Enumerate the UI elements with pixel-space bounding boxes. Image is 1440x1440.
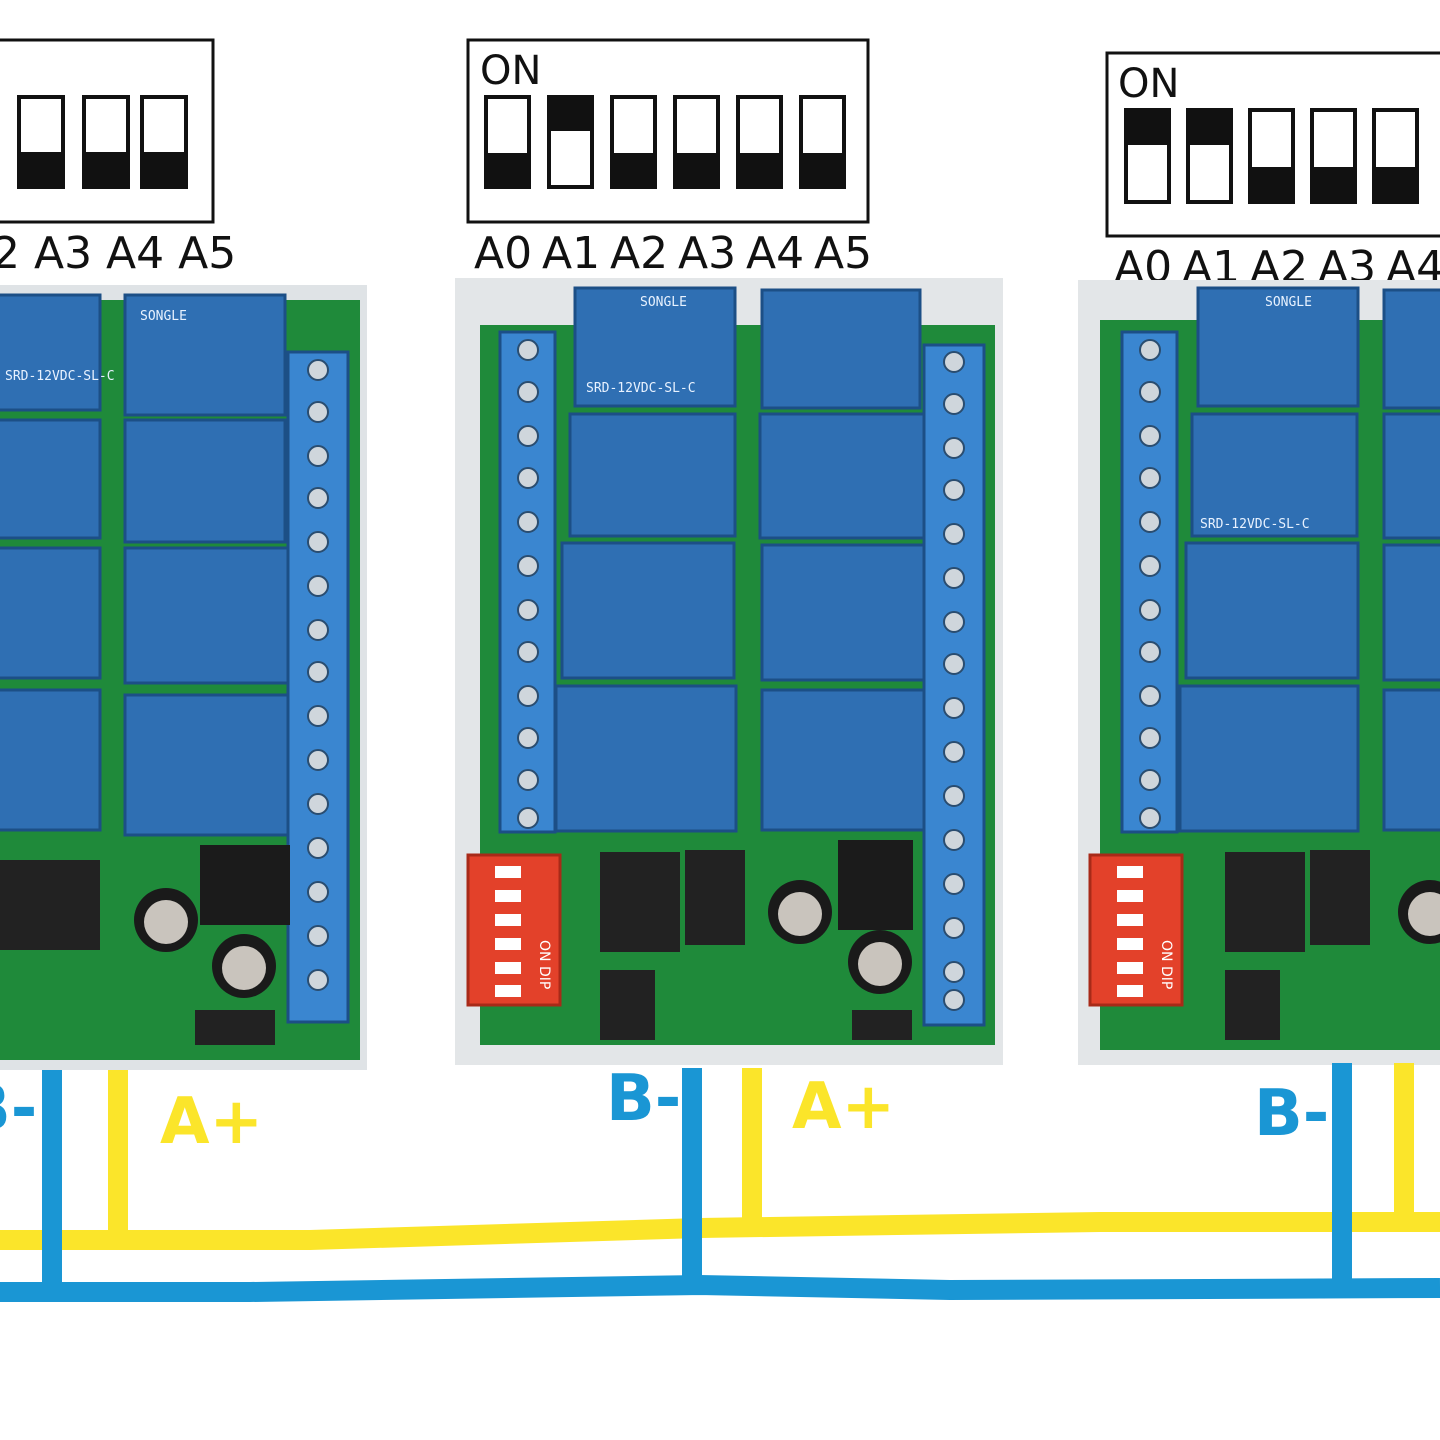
dip-switch-a3 [1310,108,1357,204]
ic-chip [1225,852,1305,952]
dip-on-label: ON [480,48,541,94]
ic-chip [685,850,745,945]
bus-b-label: B- [1254,1077,1329,1151]
bus-a-label: A+ [160,1085,263,1159]
capacitor-top [222,946,266,990]
dip-switch-row [1124,108,1419,204]
bus-b-trunk [0,1274,1440,1302]
board-dip-text: ON DIP [1158,940,1174,989]
dip-label-a5: A5 [814,228,872,279]
dip-switch-a3 [673,95,720,189]
ic-chip [0,860,100,950]
capacitor-top [144,900,188,944]
board-dip-text: ON DIP [536,940,552,989]
bus-labels: B- A+ B- A+ B- [0,1062,1329,1159]
dip-switch-a0 [484,95,531,189]
dip-switch-a1 [1186,108,1233,204]
bus-b-label: B- [606,1062,681,1136]
relay-brand: SONGLE [140,309,187,324]
terminal-block [1120,330,1179,834]
capacitor-top [858,942,902,986]
module-1-relay-board: SRD-12VDC-SL-C SONGLE [0,285,367,1070]
relay-column [123,293,299,837]
dip-on-label: ON [1118,61,1179,107]
relay-column [554,286,738,833]
ic-chip [600,852,680,952]
dip-label-a4: A4 [746,228,804,279]
dip-switch-a2 [610,95,657,189]
dip-label-a2: A2 [610,228,668,279]
module-3-relay-board: SRD-12VDC-SL-C SONGLE ON DIP [1078,280,1440,1065]
dip-switch-a2 [1248,108,1295,204]
relay-marking: SRD-12VDC-SL-C [586,381,696,396]
voltage-regulator [838,840,913,930]
dip-switch-a0 [1124,108,1171,204]
relay-marking: SRD-12VDC-SL-C [5,369,115,384]
dip-label-a1: A1 [542,228,600,279]
dip-switch-slot [82,95,130,189]
relay-marking: SRD-12VDC-SL-C [1200,517,1310,532]
relay-column [1382,288,1440,832]
dip-switch-a1 [547,95,594,189]
terminal-screws [943,351,965,1011]
terminal-screws [307,359,329,991]
terminal-block [498,330,557,834]
board-dip-switch [466,853,562,1007]
relay-brand: SONGLE [1265,295,1312,310]
dip-address-labels: 2 A3 A4 A5 [0,228,236,279]
ic-chip [852,1010,912,1040]
dip-switch-a4 [1372,108,1419,204]
rs485-bus [0,1063,1440,1302]
dip-switch-slot [17,95,65,189]
board-dip-levers [495,866,521,997]
dip-switch-a5 [799,95,846,189]
relay-brand: SONGLE [640,295,687,310]
bus-a-trunk [0,1212,1440,1250]
dip-switch-slot [140,95,188,189]
board-dip-switch [1088,853,1184,1007]
relay-column [1178,286,1360,833]
bus-b-label: B- [0,1072,37,1146]
bus-a-label: A+ [792,1070,895,1144]
ic-chip [600,970,655,1040]
dip-switch-row [484,95,846,189]
dip-switch-a4 [736,95,783,189]
terminal-screws [1139,339,1161,829]
ic-chip [195,1010,275,1045]
ic-chip [1310,850,1370,945]
voltage-regulator [200,845,290,925]
dip-label-a0: A0 [474,228,532,279]
ic-chip [1225,970,1280,1040]
dip-label-a3: A3 [678,228,736,279]
capacitor-top [778,892,822,936]
module-2-relay-board: SRD-12VDC-SL-C SONGLE ON DIP [455,278,1003,1065]
board-dip-levers [1117,866,1143,997]
capacitor-top [1408,892,1440,936]
relay-column [0,293,102,832]
terminal-screws [517,339,539,829]
module-1: 2 A3 A4 A5 SRD-12VDC-SL-C SONGLE [0,38,367,1070]
module-1-dip-diagram: 2 A3 A4 A5 [0,38,236,279]
relay-column [758,288,940,832]
